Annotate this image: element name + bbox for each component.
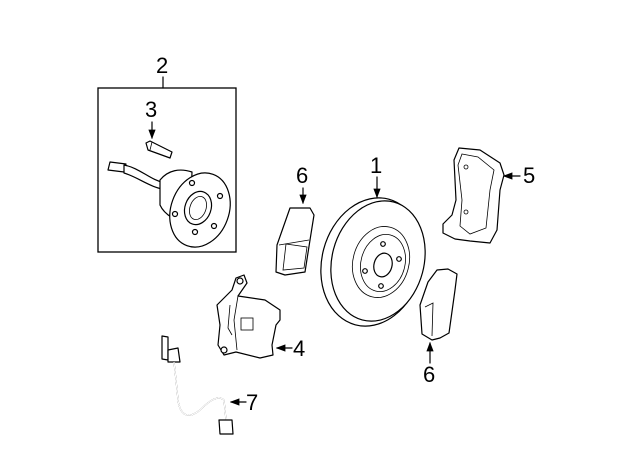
callout-2-hub-assembly[interactable]: 2 (97, 53, 237, 253)
callout-label-6-lower: 6 (423, 362, 435, 387)
callout-label-2: 2 (156, 53, 168, 78)
hub-bearing-part (107, 161, 231, 248)
brake-caliper-part (216, 274, 281, 359)
callout-label-7: 7 (246, 390, 258, 415)
callout-6-brake-pad-inner[interactable]: 6 (275, 163, 315, 276)
callout-7-wheel-speed-sensor[interactable]: 7 (161, 335, 258, 435)
callout-6-brake-pad-outer[interactable]: 6 (419, 268, 458, 387)
callout-label-3: 3 (145, 97, 157, 122)
brake-pad-part (419, 268, 458, 341)
callout-1-rotor[interactable]: 1 (307, 153, 438, 338)
callout-4-caliper[interactable]: 4 (216, 274, 305, 361)
callout-label-1: 1 (370, 153, 382, 178)
brake-rotor-part (320, 197, 426, 327)
sensor-part (161, 335, 234, 435)
wheel-stud-part (145, 140, 173, 159)
callout-label-6-upper: 6 (296, 163, 308, 188)
callout-label-5: 5 (523, 163, 535, 188)
hub-assembly-box (97, 87, 237, 253)
brake-pad-part (275, 207, 315, 276)
callout-3-wheel-stud[interactable]: 3 (145, 97, 173, 159)
caliper-bracket-part (442, 147, 505, 244)
callout-5-caliper-bracket[interactable]: 5 (442, 147, 535, 244)
callout-label-4: 4 (293, 336, 305, 361)
